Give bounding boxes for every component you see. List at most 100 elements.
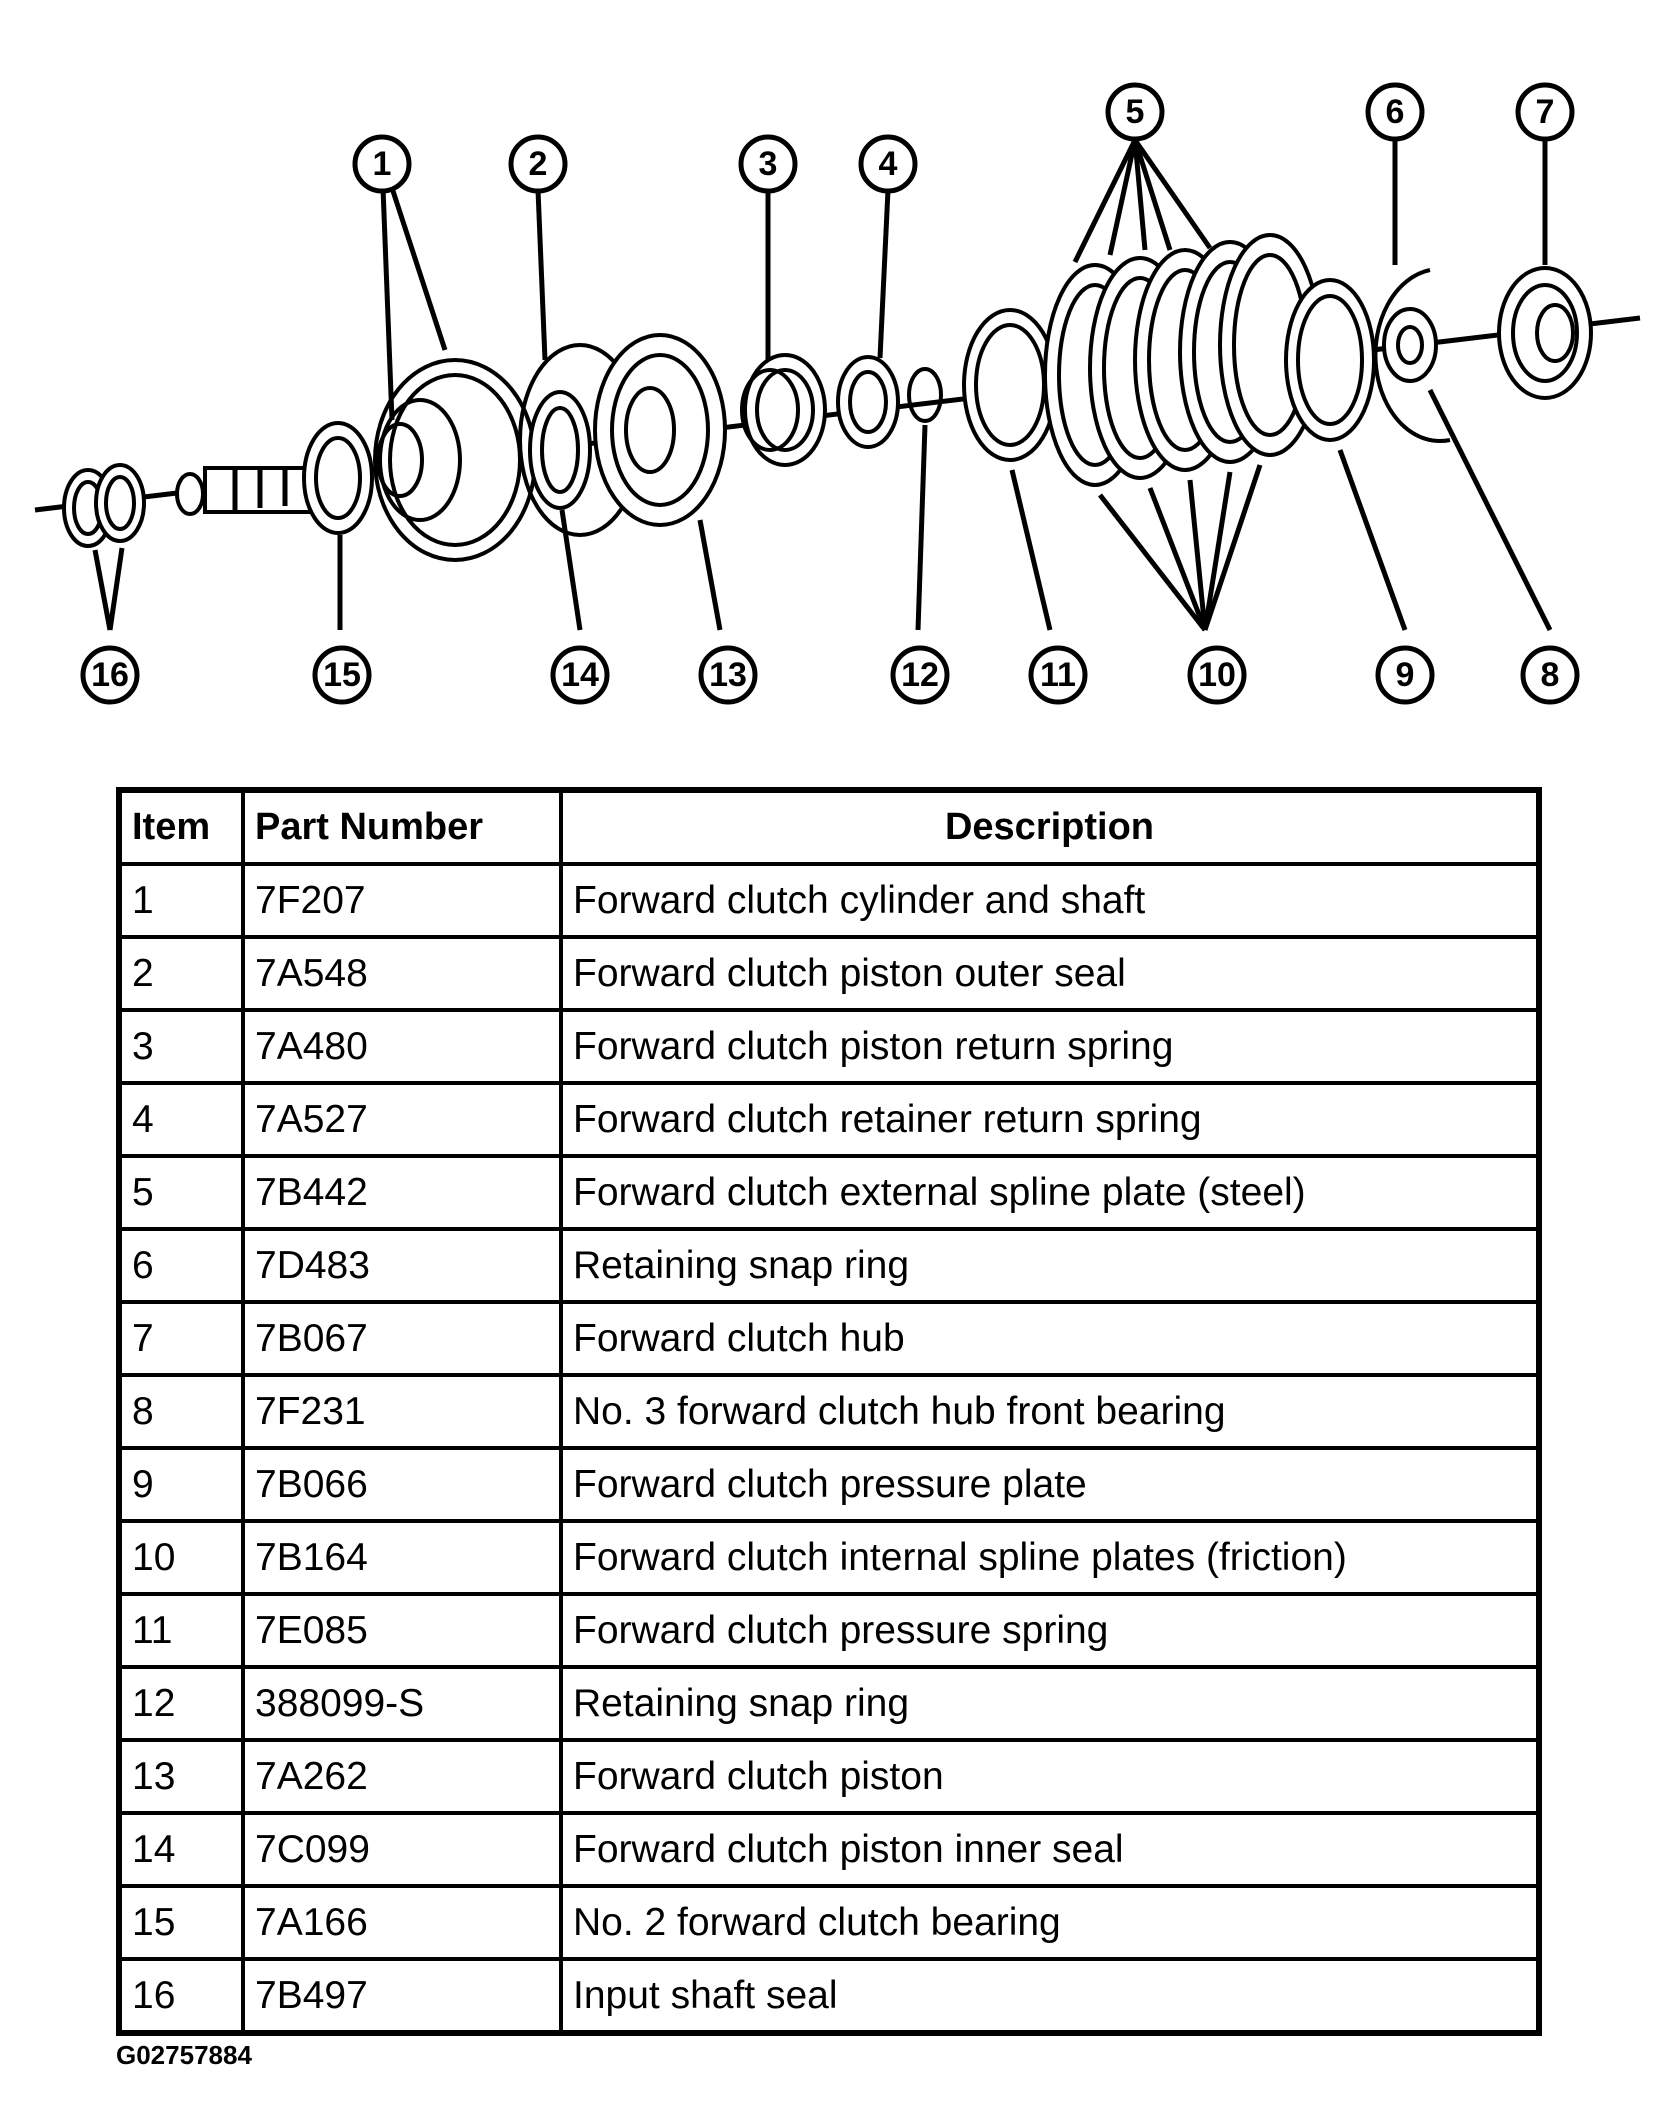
cell-part-number: 7E085 [241,1592,563,1669]
callout-9: 9 [1375,645,1435,705]
cell-item: 7 [117,1300,245,1377]
callout-7: 7 [1515,82,1575,142]
cell-item: 1 [117,862,245,939]
leader-lines [92,138,1553,632]
cell-part-number: 7A480 [241,1008,563,1085]
exploded-view-diagram: 1 2 3 4 5 6 7 8 9 10 11 12 13 14 15 16 [0,0,1667,720]
small-snap-ring-part [907,367,943,423]
cell-item: 9 [117,1446,245,1523]
callout-14: 14 [550,645,610,705]
cell-part-number: 7D483 [241,1227,563,1304]
header-item: Item [117,788,245,866]
svg-text:6: 6 [1386,93,1405,131]
cell-item: 2 [117,935,245,1012]
retainer-return-spring-part [836,355,900,449]
svg-text:12: 12 [901,656,939,694]
cell-item: 12 [117,1665,245,1742]
cell-part-number: 7A527 [241,1081,563,1158]
callout-13: 13 [698,645,758,705]
svg-text:3: 3 [759,145,778,183]
figure-id-label: G02757884 [116,2040,252,2070]
callout-6: 6 [1365,82,1425,142]
cell-description: Forward clutch pressure plate [559,1446,1541,1523]
cell-part-number: 7B442 [241,1154,563,1231]
cell-item: 16 [117,1957,245,2035]
callout-3: 3 [738,134,798,194]
forward-clutch-piston-part [593,333,727,527]
callout-16: 16 [80,645,140,705]
forward-clutch-hub-part [1497,266,1593,400]
svg-text:11: 11 [1040,656,1076,694]
callout-10: 10 [1187,645,1247,705]
header-description: Description [559,788,1541,866]
svg-text:10: 10 [1198,656,1236,694]
svg-text:7: 7 [1536,93,1555,131]
cell-part-number: 7A262 [241,1738,563,1815]
svg-text:16: 16 [91,656,129,694]
svg-text:2: 2 [529,145,548,183]
cell-part-number: 7B164 [241,1519,563,1596]
callout-15: 15 [312,645,372,705]
cell-part-number: 7B066 [241,1446,563,1523]
cell-part-number: 7A548 [241,935,563,1012]
cell-part-number: 7C099 [241,1811,563,1888]
cell-description: Input shaft seal [559,1957,1541,2035]
svg-text:4: 4 [879,145,898,183]
hub-front-bearing-part [1382,307,1438,383]
exploded-view-svg: 1 2 3 4 5 6 7 8 9 10 11 12 13 14 15 16 [34,82,1641,705]
cell-part-number: 7A166 [241,1884,563,1961]
callout-11: 11 [1028,645,1088,705]
cell-description: Forward clutch pressure spring [559,1592,1541,1669]
cell-part-number: 7B067 [241,1300,563,1377]
cell-part-number: 7F231 [241,1373,563,1450]
cell-description: Forward clutch piston inner seal [559,1811,1541,1888]
cell-item: 10 [117,1519,245,1596]
callout-2: 2 [508,134,568,194]
svg-text:5: 5 [1126,93,1145,131]
svg-text:8: 8 [1541,656,1560,694]
pressure-plate-part [1284,278,1376,442]
cell-item: 3 [117,1008,245,1085]
forward-clutch-bearing-part [302,421,374,535]
cell-description: Forward clutch hub [559,1300,1541,1377]
cell-part-number: 388099-S [241,1665,563,1742]
svg-text:9: 9 [1396,656,1415,694]
header-part-number: Part Number [241,788,563,866]
cell-description: No. 3 forward clutch hub front bearing [559,1373,1541,1450]
clutch-plate-pack-part [1043,233,1322,487]
cell-item: 11 [117,1592,245,1669]
cell-part-number: 7F207 [241,862,563,939]
cell-description: Forward clutch piston return spring [559,1008,1541,1085]
table-header-row: Item Part Number Description [117,788,1541,866]
svg-text:14: 14 [561,656,599,694]
cell-item: 14 [117,1811,245,1888]
cell-description: No. 2 forward clutch bearing [559,1884,1541,1961]
cell-description: Retaining snap ring [559,1665,1541,1742]
forward-clutch-cylinder-part [373,358,537,562]
svg-text:15: 15 [323,656,361,694]
cell-description: Forward clutch retainer return spring [559,1081,1541,1158]
callout-4: 4 [858,134,918,194]
cell-item: 15 [117,1884,245,1961]
cell-description: Forward clutch piston [559,1738,1541,1815]
cell-item: 8 [117,1373,245,1450]
callout-5: 5 [1105,82,1165,142]
pressure-spring-part [962,308,1058,462]
cell-description: Forward clutch piston outer seal [559,935,1541,1012]
callout-1: 1 [352,134,412,194]
large-snap-ring-part [1373,268,1451,444]
